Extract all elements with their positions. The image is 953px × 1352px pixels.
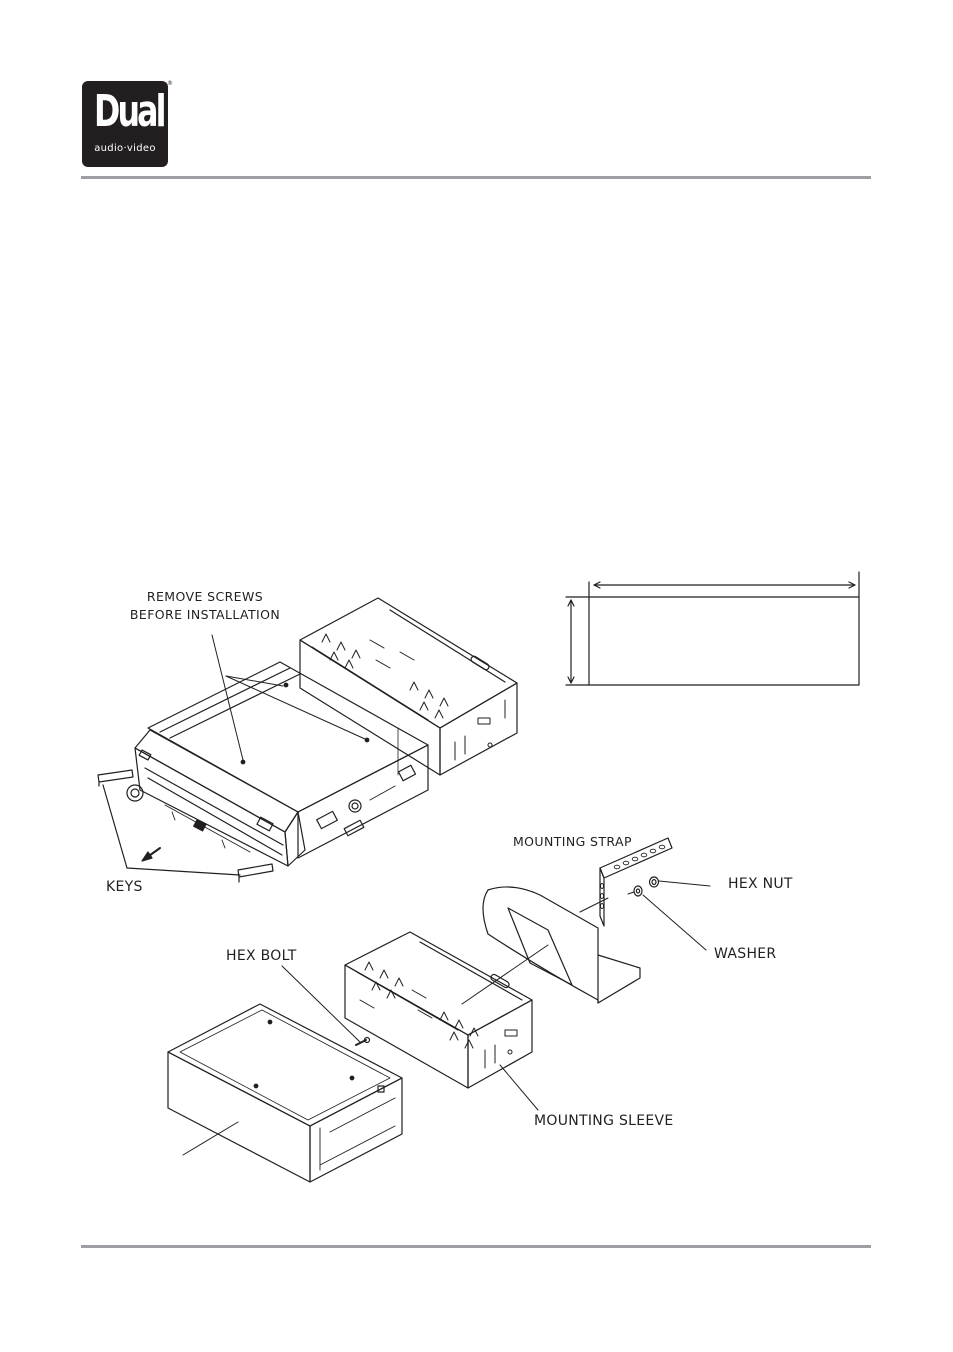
screw-leaders (212, 635, 365, 760)
washer-and-nut (628, 877, 710, 950)
upper-mounting-sleeve (300, 598, 517, 775)
sleeve-frame-leader (462, 945, 548, 1004)
mounting-sleeve-label: MOUNTING SLEEVE (534, 1113, 674, 1129)
hex-bolt (282, 966, 370, 1045)
remove-screws-label-line2: BEFORE INSTALLATION (120, 607, 290, 622)
removal-keys (98, 770, 273, 882)
sleeve-leader (500, 1065, 538, 1110)
dimension-drawing (566, 572, 859, 685)
hex-nut-label: HEX NUT (728, 876, 793, 892)
mounting-strap-label: MOUNTING STRAP (513, 834, 632, 849)
washer-label: WASHER (714, 946, 776, 962)
lower-mounting-sleeve (345, 932, 532, 1088)
remove-screws-label-line1: REMOVE SCREWS (120, 589, 290, 604)
hex-bolt-label: HEX BOLT (226, 948, 297, 964)
keys-label: KEYS (106, 879, 143, 895)
